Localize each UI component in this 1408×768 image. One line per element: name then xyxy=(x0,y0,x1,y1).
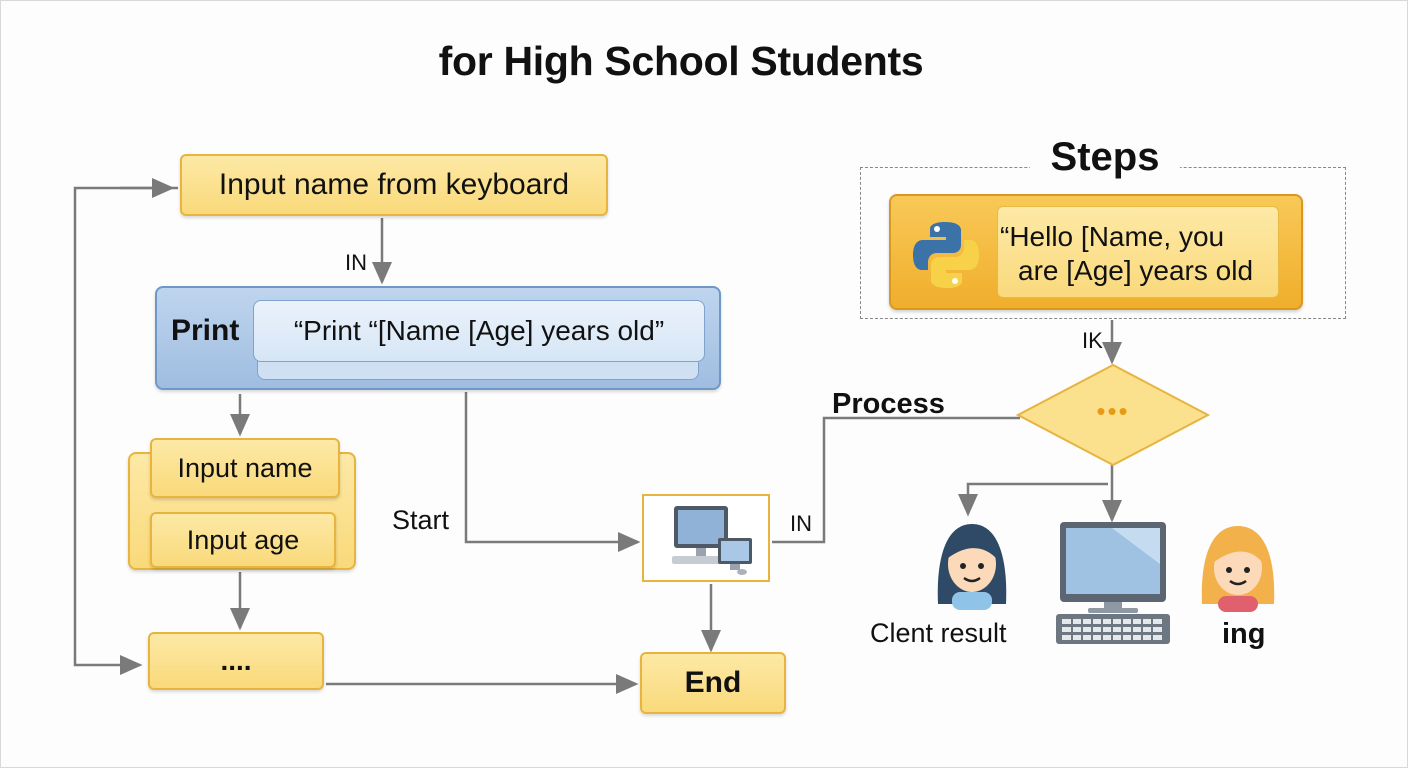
monitor-keyboard-icon xyxy=(1056,522,1170,644)
input-age-label: Input age xyxy=(186,524,300,555)
computer-icon xyxy=(672,506,752,575)
girl-avatar-icon xyxy=(937,524,1007,610)
python-logo-icon xyxy=(913,222,979,288)
in-label-bottom: IN xyxy=(790,511,812,536)
end-label: End xyxy=(684,666,742,699)
input-name-box: Input name xyxy=(150,438,340,498)
arrow-print-to-computer xyxy=(464,392,641,552)
arrow-decision-to-client xyxy=(958,482,1108,517)
print-statement-box: “Print “[Name [Age] years old” xyxy=(253,300,705,362)
dots-box: .... xyxy=(148,632,324,690)
steps-heading: Steps xyxy=(1030,135,1180,180)
message-inner-box: “Hello [Name, you are [Age] years old xyxy=(997,206,1279,298)
process-label: Process xyxy=(832,388,945,420)
ik-label: IK xyxy=(1082,328,1103,353)
connector-computer-to-decision xyxy=(772,416,1020,544)
end-box: End xyxy=(640,652,786,714)
message-line-1: “Hello [Name, you xyxy=(1000,221,1225,252)
print-box: Print “Print “[Name [Age] years old” xyxy=(155,286,721,390)
decision-label: ••• xyxy=(1096,396,1130,426)
input-name-keyboard-label: Input name from keyboard xyxy=(218,168,570,201)
print-statement-text: “Print “[Name [Age] years old” xyxy=(293,315,665,346)
start-label: Start xyxy=(392,505,450,535)
input-name-label: Input name xyxy=(177,452,313,483)
loop-connector xyxy=(73,186,178,675)
decision-diamond xyxy=(1015,363,1211,467)
message-box: “Hello [Name, you are [Age] years old xyxy=(889,194,1303,310)
message-line-2: are [Age] years old xyxy=(1018,255,1254,286)
print-label: Print xyxy=(171,314,240,347)
input-age-box: Input age xyxy=(150,512,336,568)
computer-box xyxy=(642,494,770,582)
dots-label: .... xyxy=(220,645,252,676)
in-label-top: IN xyxy=(345,250,367,275)
diagram-title: for High School Students xyxy=(438,38,924,84)
input-name-keyboard-box: Input name from keyboard xyxy=(180,154,608,216)
client-result-label: Clent result xyxy=(870,618,1007,648)
ing-label: ing xyxy=(1222,618,1266,650)
blonde-girl-avatar-icon xyxy=(1201,526,1275,612)
